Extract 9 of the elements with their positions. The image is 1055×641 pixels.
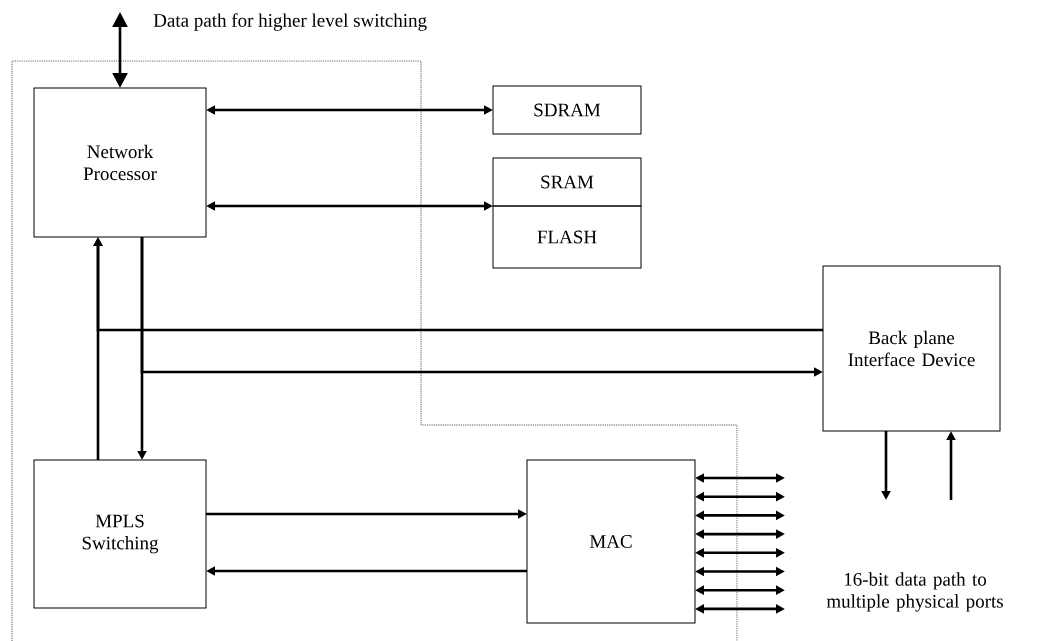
memory-box: SRAM xyxy=(492,157,642,207)
memory-box: SDRAM xyxy=(492,85,642,135)
label-text: Data path for higher level switching xyxy=(153,13,427,31)
mac-box: MAC xyxy=(526,459,696,624)
interface-box: Back plane Interface Device xyxy=(822,265,1001,432)
processor-box: Network Processor xyxy=(33,87,207,238)
label-text: 16-bit data path to multiple physical ports xyxy=(826,572,1003,612)
memory-box: FLASH xyxy=(492,205,642,269)
switching-box: MPLS Switching xyxy=(33,459,207,609)
